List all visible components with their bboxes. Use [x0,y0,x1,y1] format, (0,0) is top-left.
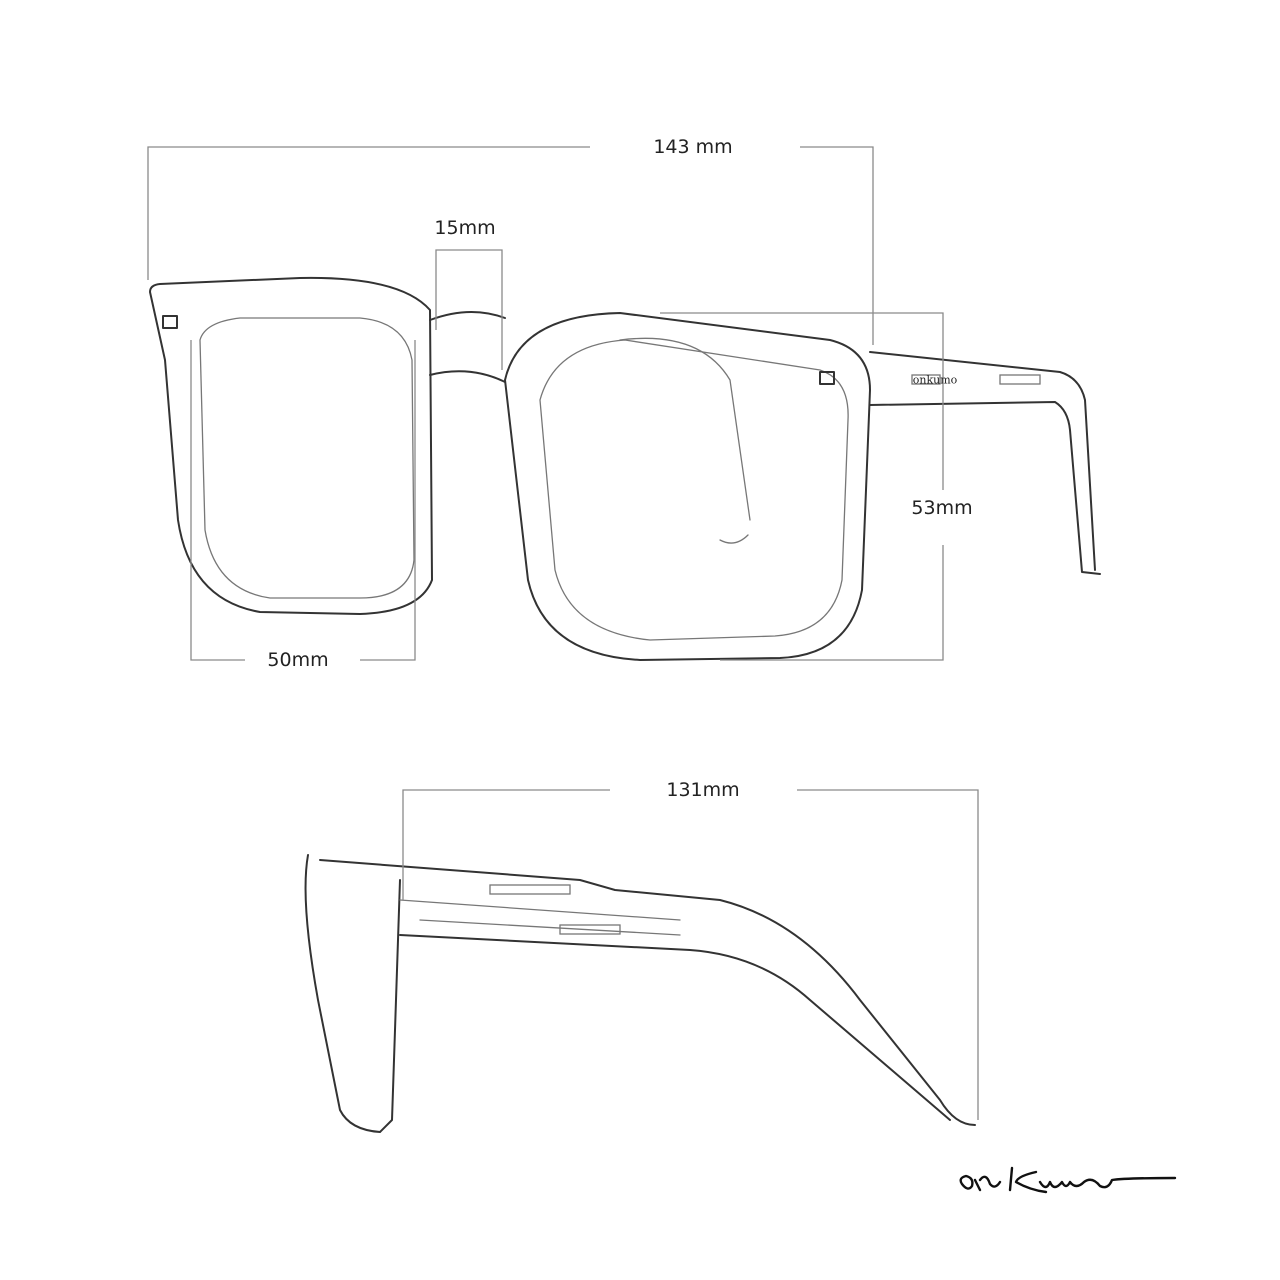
dimension-lines [147,146,979,1120]
temple-print: onkumo [912,373,958,387]
dim-53-label: 53mm [911,497,973,519]
dim-15-label: 15mm [434,217,496,239]
dim-131-label: 131mm [666,779,740,801]
front-view-glasses [149,276,1101,661]
dim-53-line [660,312,944,661]
bridge [429,310,506,383]
dim-15-line [435,249,503,370]
dim-50-label: 50mm [267,649,329,671]
brand-logo [959,1166,1177,1194]
dim-131-line [402,789,979,1120]
right-temple [869,351,1101,575]
dim-50-line [190,340,416,661]
left-lens-frame [149,276,433,615]
dim-143-line [147,146,874,345]
side-view-glasses [304,854,976,1133]
dim-143-label: 143 mm [653,136,733,158]
right-lens-frame [504,312,871,661]
